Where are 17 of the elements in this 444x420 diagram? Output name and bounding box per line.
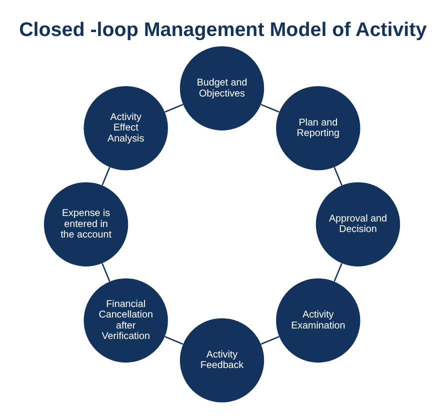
connector bbox=[334, 167, 342, 186]
connector bbox=[102, 167, 110, 186]
connector bbox=[260, 104, 280, 113]
connector bbox=[164, 104, 184, 113]
node-circle: Budget and Objectives bbox=[180, 46, 264, 130]
connector bbox=[260, 336, 280, 345]
diagram-title: Closed -loop Management Model of Activity bbox=[19, 19, 427, 42]
node-circle: Financial Cancellation after Verification bbox=[84, 278, 168, 363]
node-circle: Approval and Decision bbox=[316, 182, 400, 266]
connector bbox=[334, 263, 342, 282]
node-circle: Activity Examination bbox=[276, 278, 360, 363]
node-circle: Expense is entered in the account bbox=[44, 182, 128, 266]
node-circle: Activity Feedback bbox=[180, 318, 264, 402]
connector bbox=[102, 263, 110, 282]
node-circle: Plan and Reporting bbox=[276, 86, 360, 170]
connector bbox=[164, 336, 184, 345]
node-circle: Activity Effect Analysis bbox=[84, 86, 168, 170]
